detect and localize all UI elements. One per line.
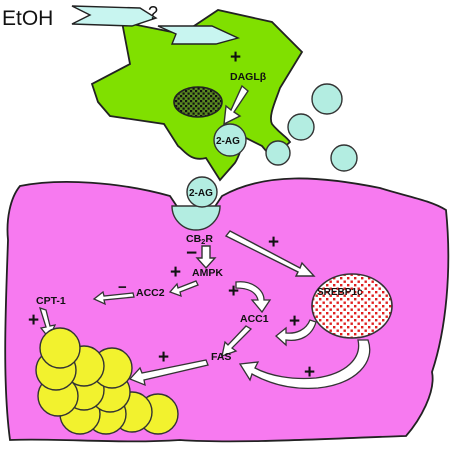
plus-sign: + xyxy=(158,347,169,368)
lipid-droplets xyxy=(35,327,179,435)
srebp1c-nucleus xyxy=(311,273,393,339)
plus-sign: + xyxy=(304,362,315,383)
arrow-daglb-to-2ag xyxy=(223,84,249,126)
arrow-acc1-to-fas xyxy=(221,325,253,358)
arrow-cb2r-to-srebp1c xyxy=(224,230,316,277)
plus-sign: + xyxy=(228,281,239,302)
cpt1-label: CPT-1 xyxy=(36,295,66,307)
vesicle-2ag-microglia xyxy=(213,123,247,157)
arrow-srebp1c-to-acc1 xyxy=(274,319,317,347)
minus-sign: − xyxy=(186,243,197,264)
arrow-fas-to-droplets xyxy=(128,359,209,387)
fas-label: FAS xyxy=(211,351,231,363)
vesicle xyxy=(287,113,315,141)
acc1-label: ACC1 xyxy=(240,313,269,325)
plus-sign: + xyxy=(170,262,181,283)
two-ag-microglia-label: 2-AG xyxy=(216,136,240,147)
ampk-label: AMPK xyxy=(192,267,223,279)
arrow-ampk-to-acc1 xyxy=(235,281,272,314)
arrow-ampk-to-acc2 xyxy=(168,280,199,298)
srebp1c-label: SREBP1c xyxy=(317,287,363,298)
cb2r-label: CB2R xyxy=(186,233,213,246)
etoh-arrow-1 xyxy=(71,5,158,27)
minus-sign: − xyxy=(118,279,127,296)
vesicle xyxy=(311,83,343,115)
plus-sign: + xyxy=(289,311,300,332)
question-mark: ? xyxy=(148,3,158,23)
daglb-label: DAGLβ xyxy=(230,71,267,83)
etoh-arrow-2 xyxy=(157,25,241,45)
arrow-cb2r-to-ampk xyxy=(195,245,217,270)
etoh-label: EtOH xyxy=(2,7,53,30)
lipid-droplet xyxy=(39,327,81,369)
vesicle xyxy=(265,140,291,166)
microglia-nucleus xyxy=(173,86,223,118)
arrow-srebp1c-to-fas xyxy=(238,339,371,390)
plus-sign: + xyxy=(28,310,39,331)
two-ag-receptor-label: 2-AG xyxy=(189,188,213,199)
arrow-acc2-to-cpt1 xyxy=(92,290,135,306)
vesicle xyxy=(330,144,358,172)
acc2-label: ACC2 xyxy=(136,287,165,299)
vesicle-2ag-receptor xyxy=(186,176,218,208)
cb2r-receptor xyxy=(171,205,221,231)
plus-sign: + xyxy=(268,232,279,253)
plus-sign: + xyxy=(230,47,241,68)
